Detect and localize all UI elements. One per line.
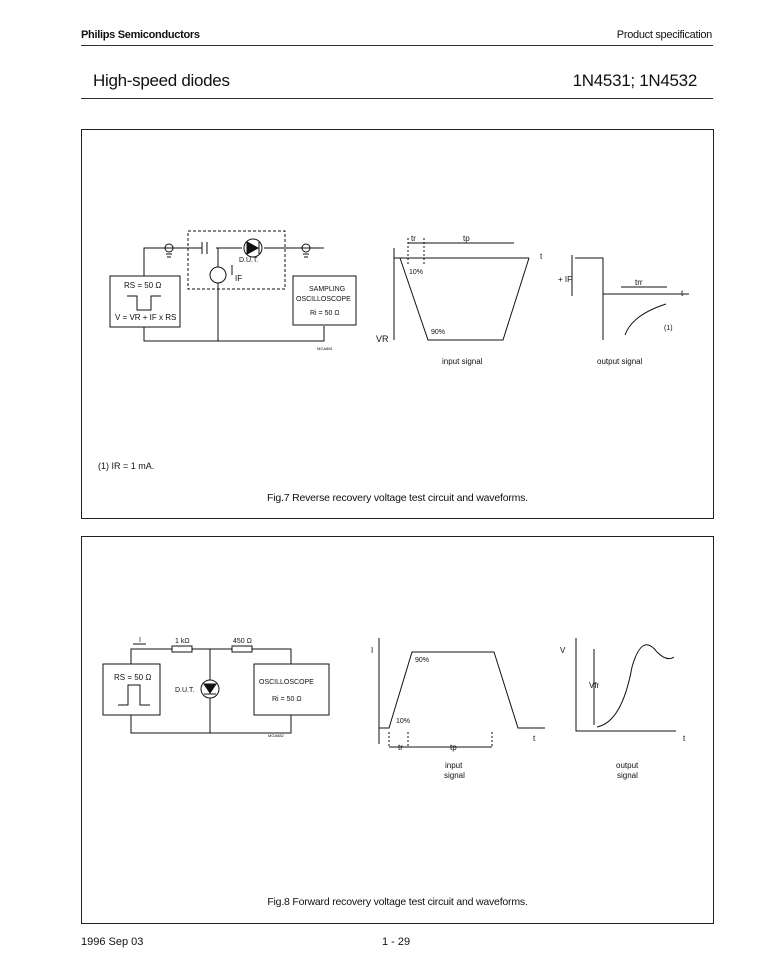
dut-label: D.U.T. (239, 257, 259, 264)
pulse-symbol (127, 295, 161, 311)
connector-2 (301, 243, 311, 253)
plus-if-label: + IF (558, 275, 572, 284)
dut-circle (243, 238, 263, 258)
tr-tp-guides-8 (388, 732, 493, 747)
part-numbers: 1N4531; 1N4532 (572, 71, 698, 90)
output-curve-8 (596, 644, 675, 728)
marker-1-label: (1) (664, 325, 673, 332)
pulse-source-box-8 (102, 663, 161, 716)
connector-1 (164, 243, 174, 253)
source-eq-label: V = VR + IF x RS (115, 313, 176, 322)
current-source (209, 266, 227, 284)
output-signal-label-8b: signal (617, 771, 638, 780)
if-label: IF (235, 274, 242, 283)
title-rule (81, 98, 713, 99)
scope-ri-label-8: Ri = 50 Ω (272, 696, 302, 703)
output-axes-8 (575, 638, 676, 732)
scope-ri-label: Ri = 50 Ω (310, 310, 340, 317)
pct10-label-8: 10% (396, 718, 410, 725)
doc-type: Product specification (616, 29, 713, 41)
ground-symbol-2 (303, 253, 309, 258)
resistor-1k (171, 645, 193, 653)
input-pulse-8 (379, 651, 545, 729)
dut-label-8: D.U.T. (175, 687, 195, 694)
scope-title-1: SAMPLING (309, 286, 345, 293)
figure-8-frame: RS = 50 Ω I 1 kΩ 450 Ω D.U.T. OSCILLOSCO… (81, 536, 714, 924)
t2-label: t (681, 289, 684, 298)
ground-wire-8 (130, 715, 292, 734)
v-axis-label: V (560, 646, 566, 655)
fig7-caption: Fig.7 Reverse recovery voltage test circ… (267, 492, 528, 504)
fig7-diagram: RS = 50 Ω V = VR + IF x RS D.U.T. IF SAM… (109, 230, 689, 366)
t2-label-8: t (683, 734, 686, 743)
pct90-label: 90% (431, 329, 445, 336)
input-signal-label: input signal (442, 357, 483, 366)
fig7-note: (1) IR = 1 mA. (98, 461, 155, 471)
pct90-label-8: 90% (415, 657, 429, 664)
tp-label-8: tp (450, 743, 457, 752)
pulse-symbol-8 (118, 684, 150, 706)
ground-symbol-1 (166, 253, 172, 258)
footer-date: 1996 Sep 03 (81, 936, 144, 948)
company-name: Philips Semiconductors (81, 29, 200, 41)
fig8-diagram: RS = 50 Ω I 1 kΩ 450 Ω D.U.T. OSCILLOSCO… (102, 637, 686, 780)
ref-code-7: MGA881 (317, 346, 334, 351)
input-pulse (399, 257, 530, 341)
ref-code-8: MGA882 (268, 733, 285, 738)
footer-page: 1 - 29 (382, 936, 411, 948)
page-title: High-speed diodes (93, 71, 230, 90)
i-label: I (139, 637, 141, 644)
recovery-curve (624, 303, 667, 336)
tp-label: tp (463, 234, 470, 243)
pct10-label: 10% (409, 269, 423, 276)
capacitor (201, 242, 208, 254)
header-rule (81, 45, 713, 46)
output-signal-label-8a: output (616, 761, 639, 770)
diode-symbol (246, 241, 260, 255)
oscilloscope-box (253, 663, 330, 716)
trr-label: trr (635, 278, 643, 287)
vfr-label: Vfr (589, 681, 600, 690)
source-rs-label: RS = 50 Ω (124, 281, 161, 290)
resistor-450 (231, 645, 253, 653)
top-wire (143, 247, 230, 276)
dut-dashed-box (187, 230, 286, 290)
r1-label: 1 kΩ (175, 638, 190, 645)
scope-title-2: OSCILLOSCOPE (296, 296, 351, 303)
t-label-8: t (533, 734, 536, 743)
ground-wire (143, 326, 325, 342)
source-rs-label-8: RS = 50 Ω (114, 673, 151, 682)
t-label: t (540, 252, 543, 261)
tr-label-8: tr (398, 743, 403, 752)
input-signal-label-8b: signal (444, 771, 465, 780)
r2-label: 450 Ω (233, 638, 252, 645)
pulse-source-box (109, 275, 181, 328)
top-wire-8 (130, 648, 292, 664)
output-signal-label: output signal (597, 357, 643, 366)
scope-title-8: OSCILLOSCOPE (259, 679, 314, 686)
vr-label: VR (376, 334, 389, 344)
dut-circle-8 (200, 679, 220, 699)
diode-symbol-8 (203, 683, 217, 695)
input-signal-label-8a: input (445, 761, 463, 770)
sampling-scope-box (292, 275, 357, 326)
figure-7-frame: RS = 50 Ω V = VR + IF x RS D.U.T. IF SAM… (81, 129, 714, 519)
i-axis-label: I (371, 646, 373, 655)
fig8-caption: Fig.8 Forward recovery voltage test circ… (267, 896, 528, 908)
tr-label: tr (411, 234, 416, 243)
output-step (575, 257, 604, 340)
